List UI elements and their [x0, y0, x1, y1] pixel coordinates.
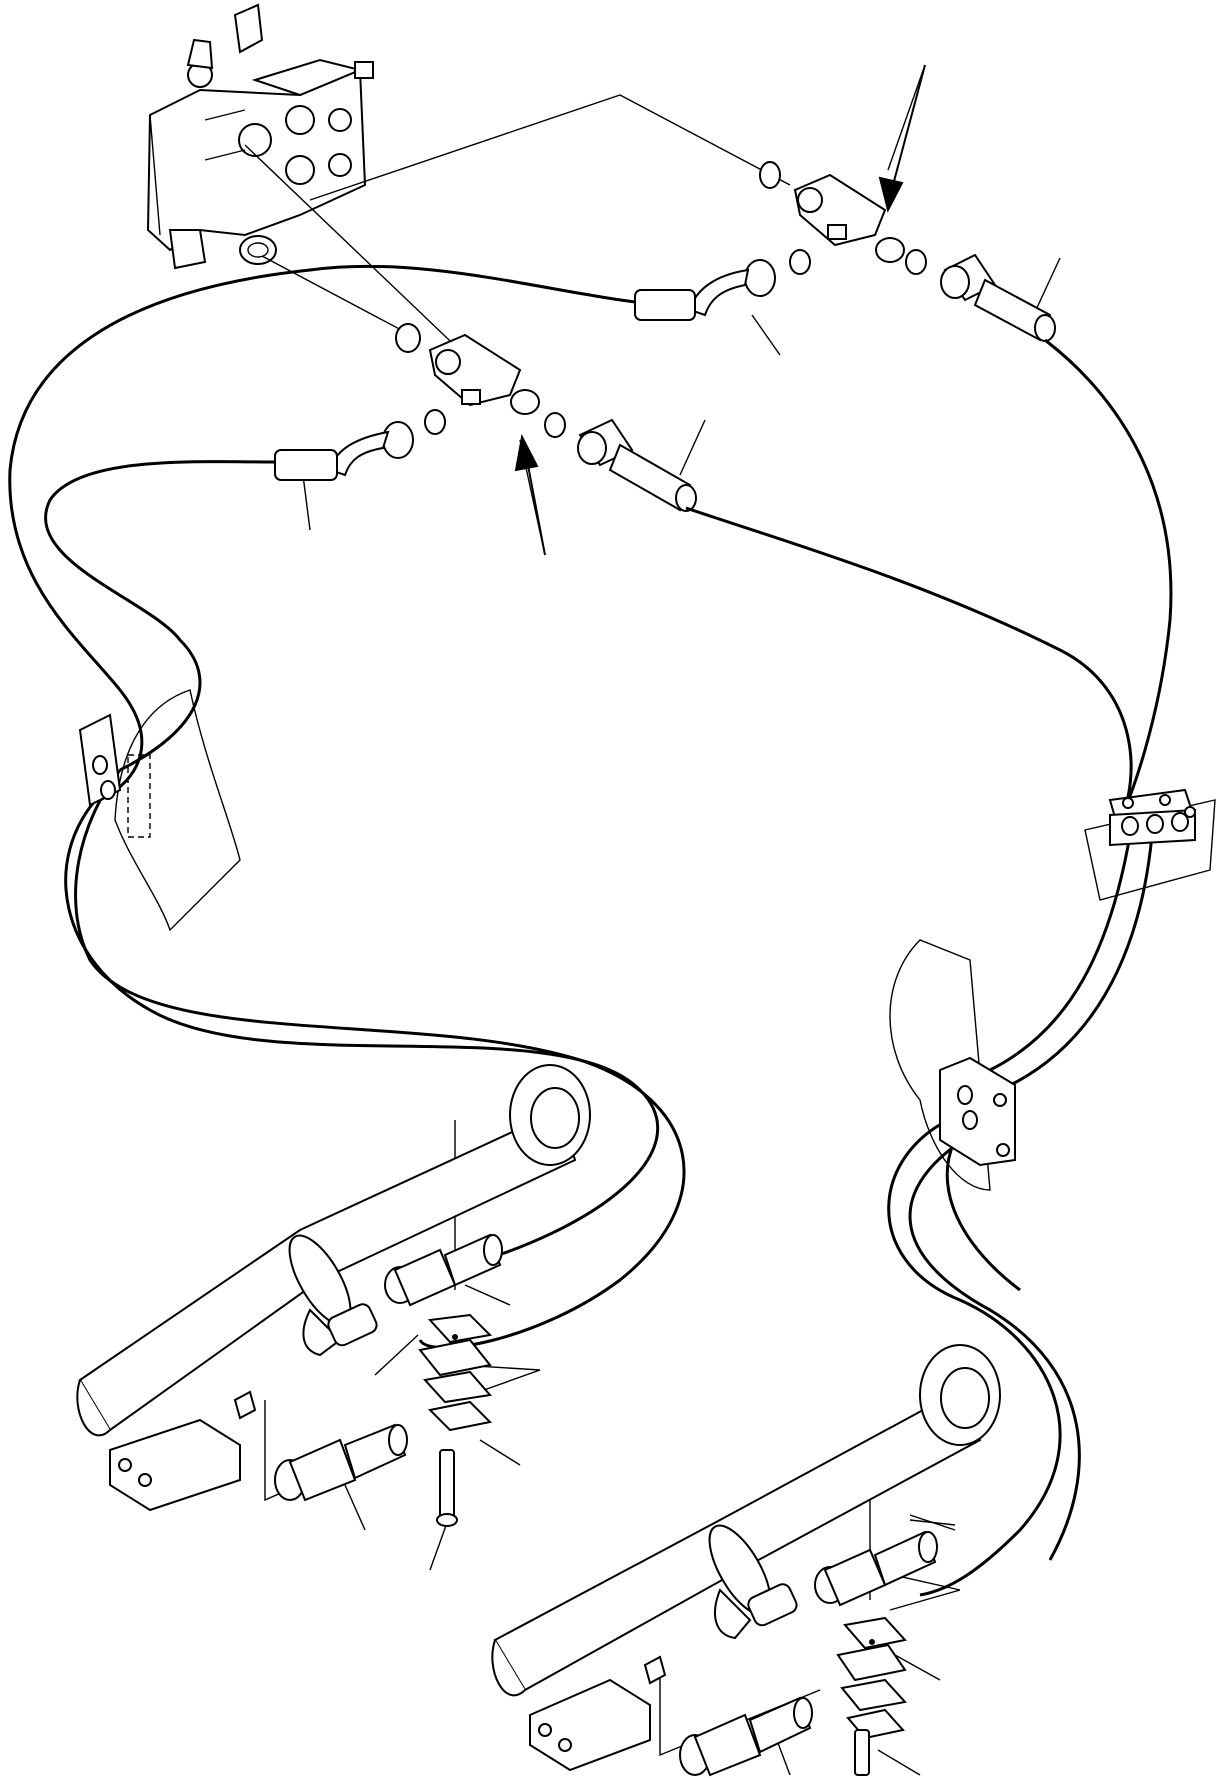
lower-tee-assembly — [274, 323, 697, 512]
control-valve — [146, 3, 374, 270]
hoses — [8, 264, 1173, 1597]
right-upper-clamp — [1084, 788, 1216, 901]
leader-lines — [244, 64, 1061, 1776]
left-hose-clamp — [78, 689, 241, 932]
arrow-lower — [514, 433, 546, 556]
upper-tee-assembly — [634, 161, 1056, 342]
right-lower-clamp — [889, 939, 1016, 1191]
arrow-upper — [878, 64, 926, 213]
right-cylinder-fittings — [679, 1530, 938, 1777]
right-cylinder — [491, 1344, 1001, 1772]
left-cylinder — [76, 1064, 591, 1512]
left-cylinder-fittings — [274, 1233, 503, 1527]
